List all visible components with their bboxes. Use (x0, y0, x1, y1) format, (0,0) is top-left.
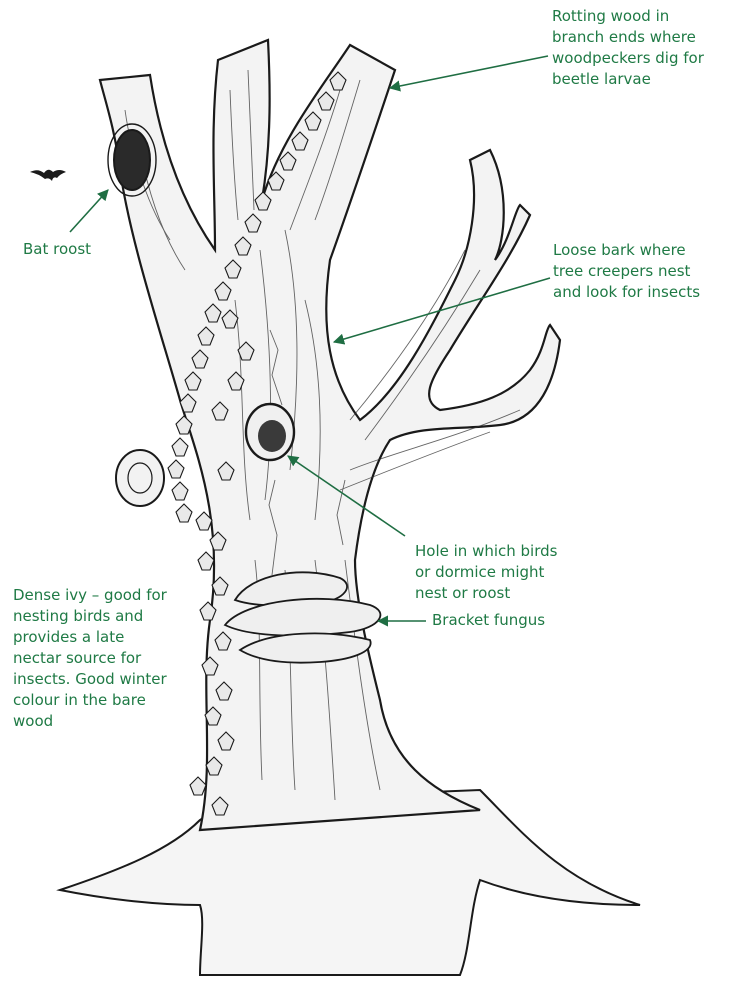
label-bat-roost: Bat roost (23, 239, 91, 260)
bat-icon (30, 170, 66, 181)
branch-knot (116, 450, 164, 506)
label-loose-bark: Loose bark where tree creepers nest and … (553, 240, 700, 303)
label-bracket-fungus: Bracket fungus (432, 610, 545, 631)
arrow-rotting-wood (390, 56, 548, 88)
label-dense-ivy: Dense ivy – good for nesting birds and p… (13, 585, 167, 732)
tree-trunk (100, 40, 560, 830)
label-rotting-wood: Rotting wood in branch ends where woodpe… (552, 6, 704, 90)
label-hole: Hole in which birds or dormice might nes… (415, 541, 557, 604)
bat-roost-hollow (114, 130, 150, 190)
arrow-bat-roost (70, 190, 108, 232)
